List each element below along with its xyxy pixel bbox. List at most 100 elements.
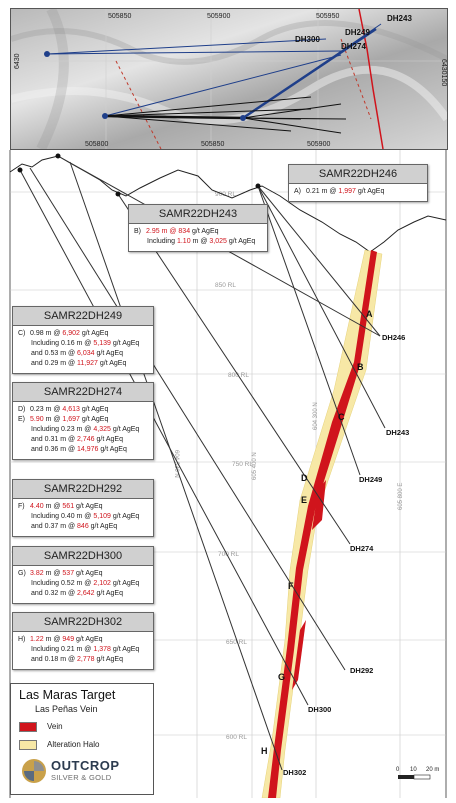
collar-marker [102,113,108,119]
assay-text: g/t AgEq [98,446,127,453]
rl-label: 600 RL [226,734,247,741]
assay-text: g/t AgEq [110,426,140,433]
section-line [340,38,372,120]
scale-bar-segment [413,774,431,780]
callout-row: E)5.90 m @ 1,697 g/t AgEq [18,415,148,425]
callout-row: and 0.36 m @ 14,976 g/t AgEq [18,445,148,455]
assay-text: g/t AgEq [355,188,385,195]
assay-value: 6,902 [62,330,80,337]
company-logo: OUTCROP SILVER & GOLD [21,756,151,790]
assay-value: 846 [77,523,89,530]
callout-row: F)4.40 m @ 561 g/t AgEq [18,502,148,512]
callout-body: A)0.21 m @ 1,997 g/t AgEq [289,184,427,201]
assay-text: and 0.32 m @ [31,590,78,597]
rl-label: 700 RL [218,551,239,558]
assay-text: g/t AgEq [97,360,127,367]
plan-view-map: 505850 505900 505950 505800 505850 50590… [10,8,448,150]
callout-row: Including 1.10 m @ 3,025 g/t AgEq [134,237,262,247]
collar-marker [44,51,50,57]
assay-value: 4,613 [62,406,80,413]
legend-swatch-halo [19,740,37,750]
assay-value: 4.40 [30,503,44,510]
callout-row: and 0.31 m @ 2,746 g/t AgEq [18,435,148,445]
intercept-label: C [338,412,345,422]
logo-mark-icon [22,759,46,783]
callout-title: SAMR22DH243 [129,205,267,224]
assay-text: g/t AgEq [110,580,140,587]
callout-row: C)0.98 m @ 6,902 g/t AgEq [18,329,148,339]
hole-label-plan: DH274 [341,42,366,51]
assay-text: 0.21 m @ [306,188,339,195]
assay-text: g/t AgEq [190,228,219,235]
assay-value: 5,109 [93,513,111,520]
assay-value: 3,025 [209,238,227,245]
northing-label: 604 300 N [313,402,319,430]
assay-value: 2.95 m @ [146,228,179,235]
assay-text: g/t AgEq [94,350,123,357]
assay-text: g/t AgEq [94,436,123,443]
callout-row: and 0.29 m @ 11,927 g/t AgEq [18,359,148,369]
rl-label: 900 RL [215,191,236,198]
assay-value: 1.22 [30,636,44,643]
assay-text: g/t AgEq [74,503,103,510]
intercept-letter: D) [18,406,26,413]
assay-text: and 0.37 m @ [31,523,78,530]
assay-value: 2,746 [77,436,95,443]
callout-row: H)1.22 m @ 949 g/t AgEq [18,635,148,645]
legend: Las Maras Target Las Peñas Vein Vein Alt… [10,683,154,795]
callout-title: SAMR22DH300 [13,547,153,566]
drillhole-label: DH243 [386,428,409,437]
callout-row: Including 0.40 m @ 5,109 g/t AgEq [18,512,148,522]
legend-title: Las Maras Target [19,688,116,702]
intercept-label: E [301,495,307,505]
northing-tick: 6430 [14,53,21,69]
callout-title: SAMR22DH302 [13,613,153,632]
legend-subtitle: Las Peñas Vein [35,704,98,714]
callout-row: Including 0.21 m @ 1,378 g/t AgEq [18,645,148,655]
assay-text: g/t AgEq [79,330,109,337]
assay-value: 14,976 [77,446,99,453]
collar-track [104,114,244,120]
callout-row: B) 2.95 m @ 834 g/t AgEq [134,227,262,237]
assay-text: g/t AgEq [79,406,109,413]
scale-bar-label: 0 [396,767,400,773]
hole-label-plan: DH249 [345,28,370,37]
drillhole-label: DH249 [359,475,382,484]
assay-text: and 0.53 m @ [31,350,78,357]
easting-tick-top: 505850 [108,13,131,20]
intercept-label: F [288,581,294,591]
northing-label: 605 400 N [252,452,258,480]
assay-value: 834 [178,228,191,235]
drill-traces-highlight [242,27,377,120]
assay-text: Including 0.52 m @ [31,580,94,587]
callout-row: and 0.37 m @ 846 g/t AgEq [18,522,148,532]
assay-value: 5,139 [93,340,111,347]
drillhole-label: DH246 [382,333,405,342]
assay-value: 1,378 [93,646,111,653]
callout-title: SAMR22DH246 [289,165,427,184]
assay-text: Including 0.40 m @ [31,513,94,520]
intercept-label: H [261,746,268,756]
legend-label: Alteration Halo [47,740,100,750]
callout-row: A)0.21 m @ 1,997 g/t AgEq [294,187,422,197]
callout-row: D)0.23 m @ 4,613 g/t AgEq [18,405,148,415]
assay-text: m @ [190,238,210,245]
assay-value: 2,642 [77,590,95,597]
assay-text: m @ [43,570,63,577]
assay-text: and 0.29 m @ [31,360,78,367]
intercept-letter: B) [134,228,141,235]
intercept-label: B [357,362,364,372]
vein-body [268,250,377,798]
easting-tick-bottom: 505900 [307,141,330,148]
legend-swatch-vein [19,722,37,732]
section-line [115,60,162,149]
drillhole-label: DH274 [350,544,374,553]
callout-title: SAMR22DH274 [13,383,153,402]
assay-value: 1,697 [62,416,80,423]
scale-bar-label: 10 [410,767,417,773]
